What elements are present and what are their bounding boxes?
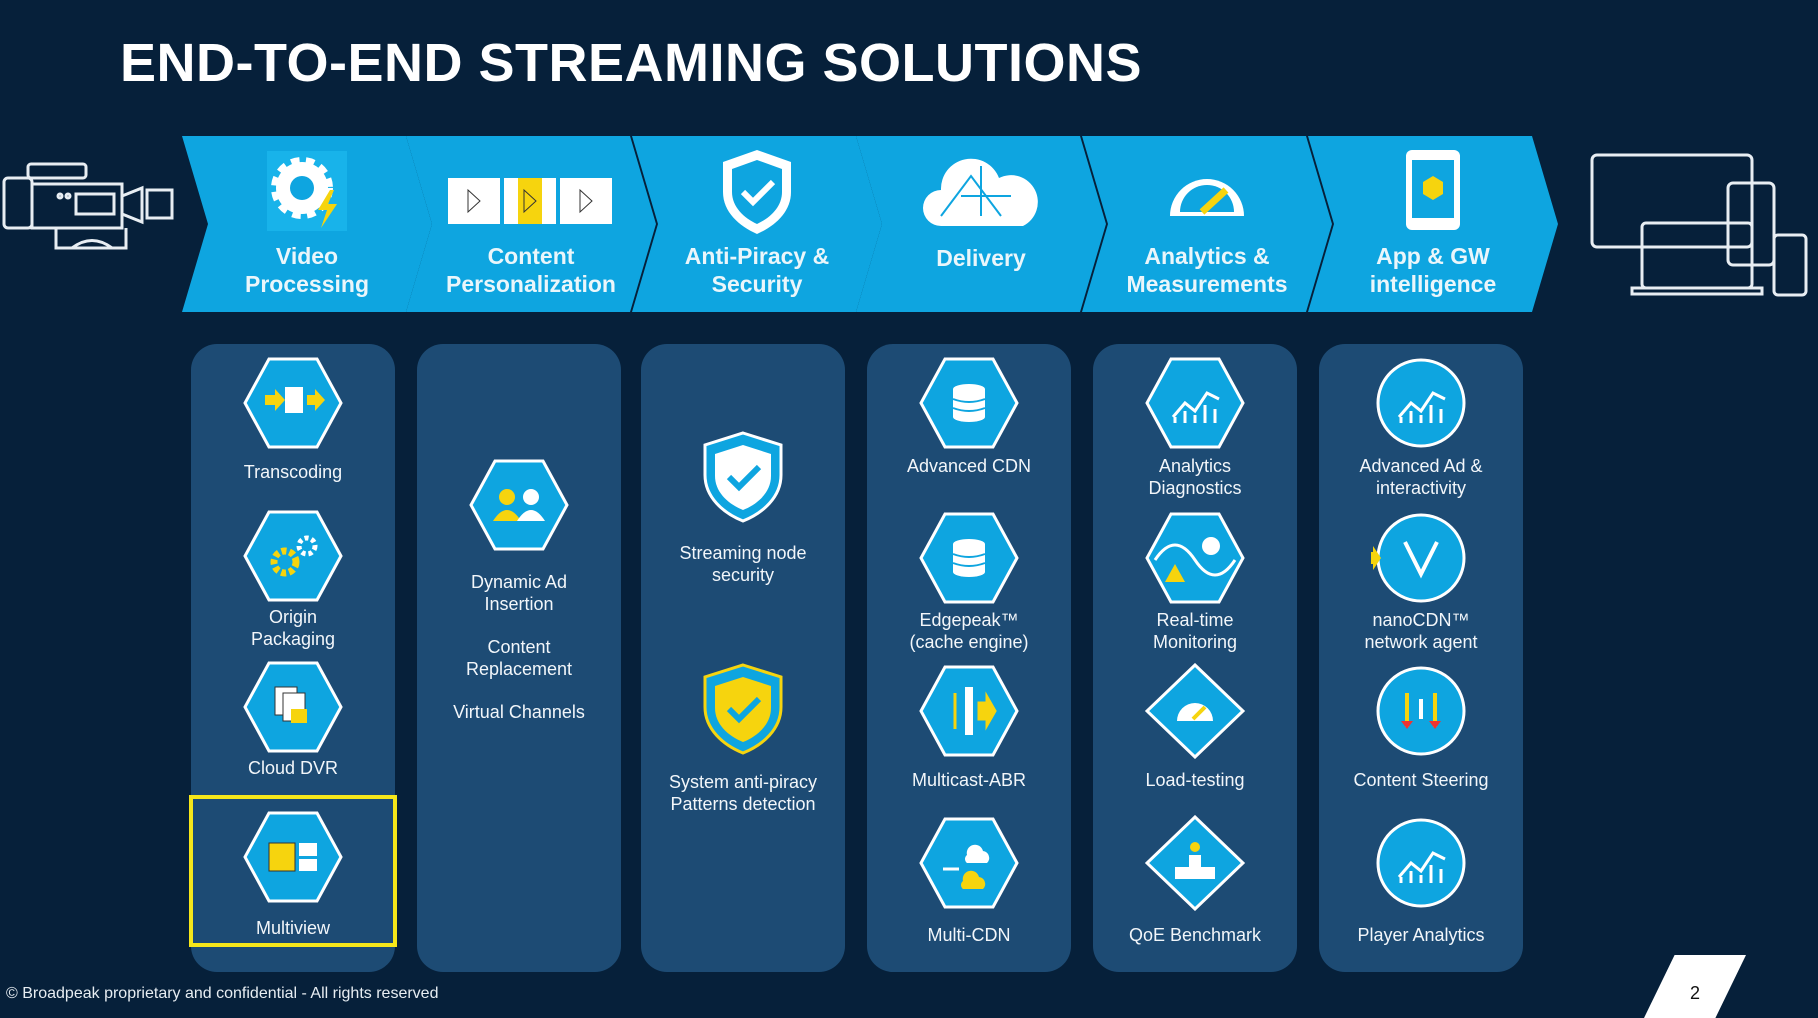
multiview-highlight [189, 795, 397, 947]
item-cloud-dvr[interactable]: Cloud DVR [247, 758, 339, 778]
item-analytics-diagnostics[interactable]: Analytics Diagnostics [1148, 456, 1242, 498]
panel-security: Streaming node security System anti-pira… [641, 344, 845, 972]
footer-copyright: © Broadpeak proprietary and confidential… [6, 985, 439, 1002]
database-icon [919, 357, 1019, 449]
item-load-testing[interactable]: Load-testing [1145, 770, 1245, 790]
item-real-time-monitoring[interactable]: Real-time Monitoring [1152, 610, 1238, 652]
cloud-dvr-icon [243, 661, 343, 753]
item-content-steering[interactable]: Content Steering [1353, 770, 1489, 790]
category-label: Delivery [936, 245, 1026, 271]
category-label: Anti-Piracy & Security [684, 243, 830, 297]
category-label: Video Processing [245, 243, 369, 297]
video-frames-icon [448, 178, 612, 224]
panel-analytics: Analytics Diagnostics Real-time Monitori… [1093, 344, 1297, 972]
gear-lightning-icon [267, 151, 347, 231]
tablet-icon [1406, 150, 1460, 230]
category-label: Analytics & Measurements [1126, 243, 1288, 297]
ad-interactivity-icon [1376, 358, 1466, 448]
gauge-icon [1170, 179, 1244, 216]
page-number: 2 [1689, 983, 1700, 1003]
item-player-analytics[interactable]: Player Analytics [1357, 925, 1485, 945]
devices-icon [1590, 153, 1808, 297]
nanocdn-agent-icon [1371, 513, 1466, 603]
panel-video-processing: Transcoding Origin Packaging Cloud DVR M… [191, 344, 395, 972]
item-dynamic-ad-insertion[interactable]: Dynamic Ad Insertion [470, 572, 568, 614]
shield-check-yellow-icon [703, 663, 783, 755]
content-steering-icon [1376, 666, 1466, 756]
shield-check-icon [703, 431, 783, 523]
dynamic-ad-insertion-icon [469, 459, 569, 551]
category-anti-piracy-security[interactable]: Anti-Piracy & Security [632, 136, 882, 312]
category-content-personalization[interactable]: Content Personalization [406, 136, 656, 312]
camera-icon [2, 162, 174, 250]
monitoring-icon [1145, 512, 1245, 604]
page-title: END-TO-END STREAMING SOLUTIONS [120, 33, 1143, 93]
category-label: Content Personalization [446, 243, 616, 297]
item-advanced-cdn[interactable]: Advanced CDN [906, 456, 1032, 476]
item-streaming-node-security[interactable]: Streaming node security [679, 543, 807, 585]
shield-check-icon [723, 150, 791, 234]
item-nanocdn-network-agent[interactable]: nanoCDN™ network agent [1364, 610, 1478, 652]
item-virtual-channels[interactable]: Virtual Channels [453, 702, 585, 722]
cache-engine-icon [919, 512, 1019, 604]
item-multiview[interactable]: Multiview [255, 918, 330, 938]
multicast-icon [919, 665, 1019, 757]
item-multicast-abr[interactable]: Multicast-ABR [911, 770, 1027, 790]
panel-delivery: Advanced CDN Edgepeak™ (cache engine) Mu… [867, 344, 1071, 972]
item-system-anti-piracy[interactable]: System anti-piracy Patterns detection [668, 772, 818, 814]
load-testing-icon [1145, 663, 1245, 759]
benchmark-podium-icon [1145, 815, 1245, 911]
category-video-processing[interactable]: Video Processing [182, 136, 432, 312]
item-transcoding[interactable]: Transcoding [243, 462, 343, 482]
item-qoe-benchmark[interactable]: QoE Benchmark [1128, 925, 1262, 945]
item-content-replacement[interactable]: Content Replacement [465, 637, 573, 679]
category-analytics-measurements[interactable]: Analytics & Measurements [1082, 136, 1332, 312]
item-edgepeak[interactable]: Edgepeak™ (cache engine) [909, 610, 1029, 652]
panel-app-gw: Advanced Ad & interactivity nanoCDN™ net… [1319, 344, 1523, 972]
cloud-network-icon [923, 158, 1038, 226]
category-label: App & GW intelligence [1369, 243, 1497, 297]
panel-content-personalization: Dynamic Ad Insertion Content Replacement… [417, 344, 621, 972]
player-analytics-icon [1376, 818, 1466, 908]
category-app-gw-intelligence[interactable]: App & GW intelligence [1308, 136, 1558, 312]
multiview-icon [243, 811, 343, 903]
item-origin-packaging[interactable]: Origin Packaging [250, 607, 336, 649]
multi-cdn-icon [919, 817, 1019, 909]
origin-packaging-icon [243, 510, 343, 602]
transcoding-icon [243, 357, 343, 449]
item-advanced-ad-interactivity[interactable]: Advanced Ad & interactivity [1359, 456, 1483, 498]
analytics-chart-icon [1145, 357, 1245, 449]
item-multi-cdn[interactable]: Multi-CDN [927, 925, 1011, 945]
category-delivery[interactable]: Delivery [856, 136, 1106, 312]
